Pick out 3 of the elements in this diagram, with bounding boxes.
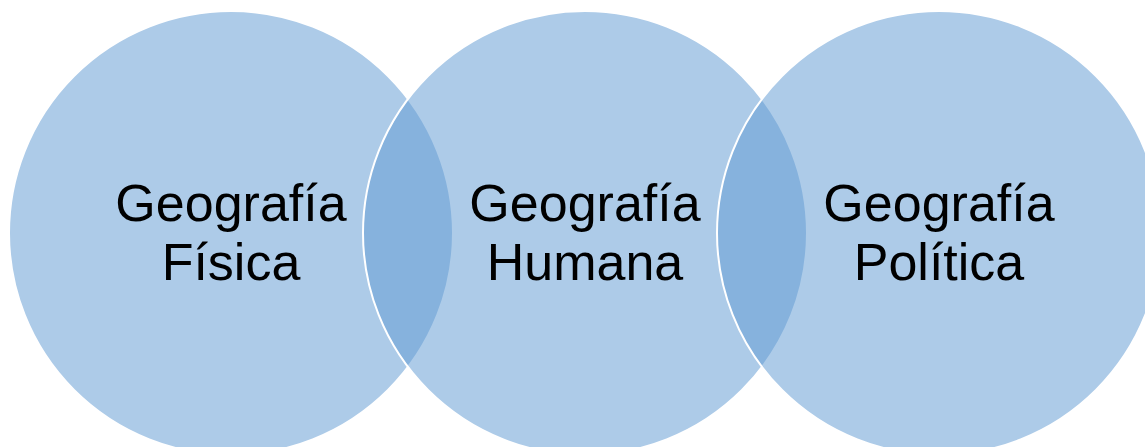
circle-label: Geografía Física xyxy=(114,174,348,292)
circle-label: Geografía Humana xyxy=(468,174,702,292)
circle-label: Geografía Política xyxy=(822,174,1056,292)
